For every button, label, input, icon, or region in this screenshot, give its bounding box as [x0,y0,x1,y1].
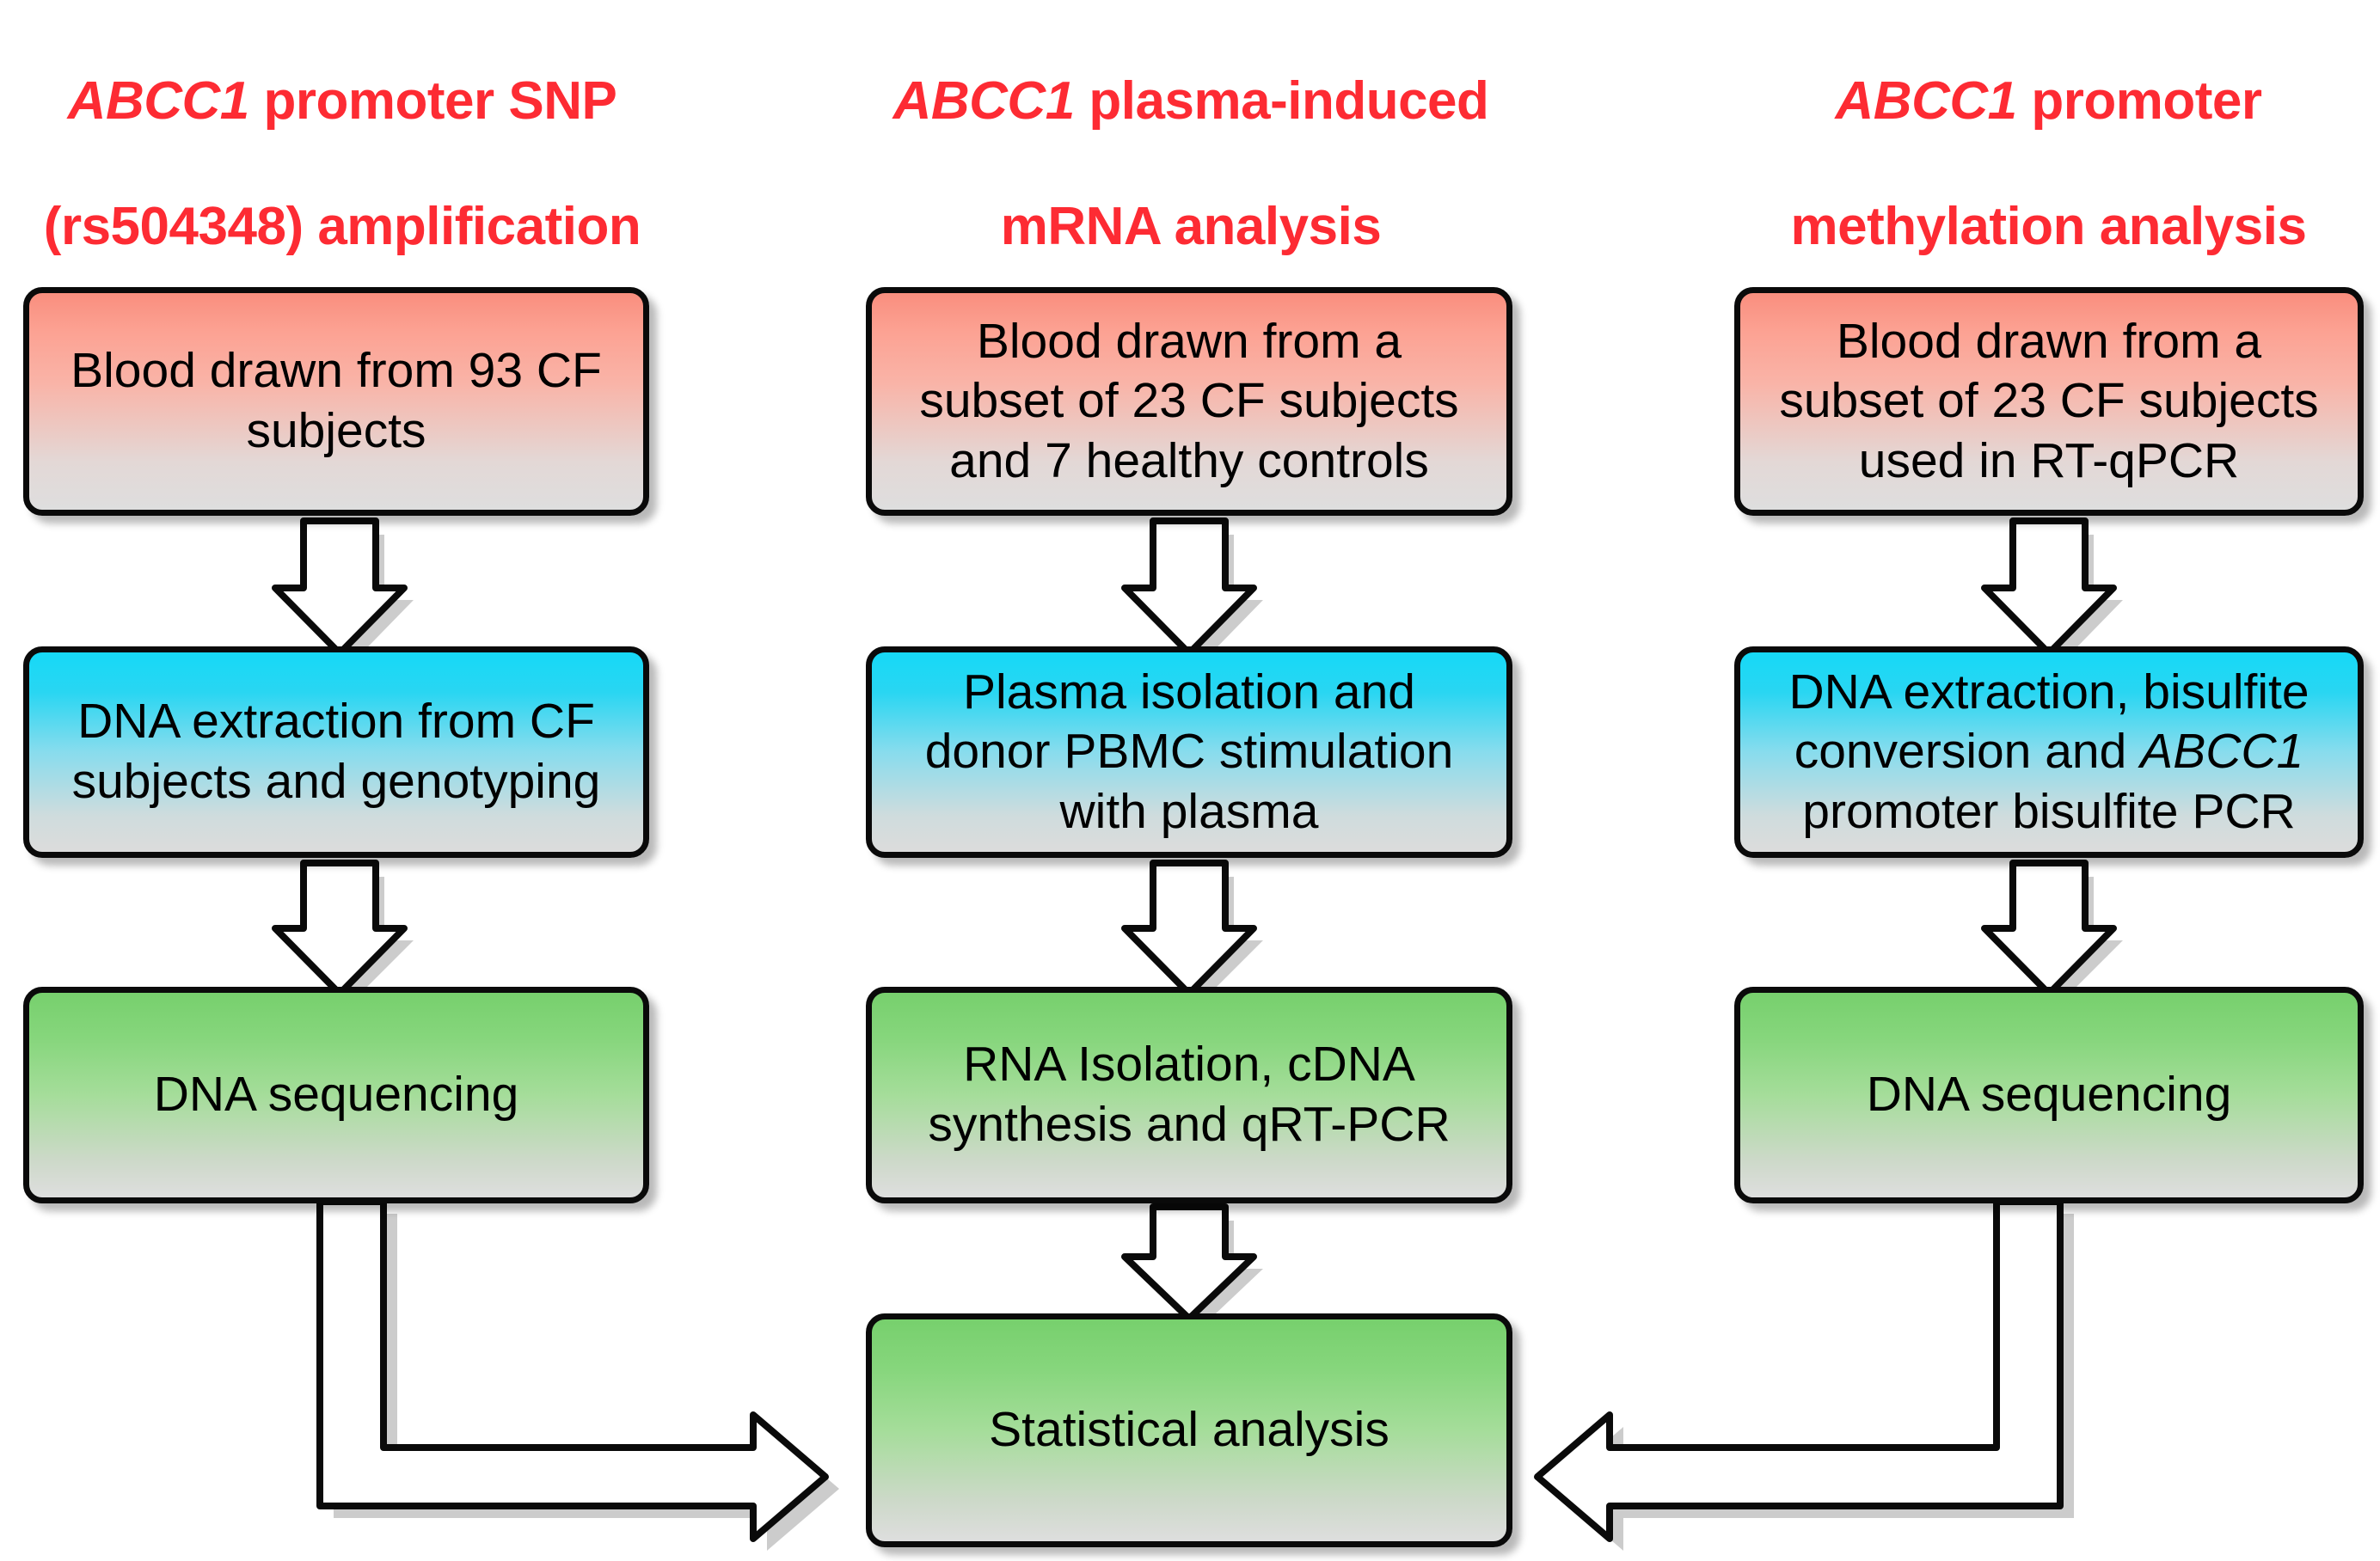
column-3-title-rest: promoter [2016,71,2262,132]
elbow-arrow-right-to-stats [1534,1198,2074,1551]
column-3-title-line2: methylation analysis [1790,197,2307,257]
step-box-c3-dna-sequencing[interactable]: DNA sequencing [1734,987,2364,1203]
column-title-snp-amplification: ABCC1 promoter SNP (rs504348) amplificat… [15,7,669,259]
column-1-title-line2: (rs504348) amplification [43,197,641,257]
step-box-c2-statistical-analysis[interactable]: Statistical analysis [866,1313,1512,1547]
step-box-c3-bisulfite-pcr[interactable]: DNA extraction, bisulfite conversion and… [1734,646,2364,858]
step-box-c2-plasma-isolation[interactable]: Plasma isolation and donor PBMC stimulat… [866,646,1512,858]
column-1-title-gene: ABCC1 [67,71,250,132]
column-3-title-gene: ABCC1 [1835,71,2018,132]
arrow-c1-r2-to-r3 [272,860,414,1006]
step-box-c1-blood-drawn[interactable]: Blood drawn from 93 CF subjects [23,287,649,516]
elbow-arrow-left-to-stats [316,1198,839,1551]
arrow-c1-r1-to-r2 [272,517,414,667]
step-box-c3-blood-drawn[interactable]: Blood drawn from a subset of 23 CF subje… [1734,287,2364,516]
column-1-title-rest: promoter SNP [248,71,617,132]
label-pre: DNA extraction, bisulfite conversion and [1788,664,2309,780]
step-box-c1-dna-extraction[interactable]: DNA extraction from CF subjects and geno… [23,646,649,858]
column-2-title-line2: mRNA analysis [1000,197,1382,257]
arrow-c3-r2-to-r3 [1981,860,2123,1006]
column-2-title-gene: ABCC1 [892,71,1076,132]
step-box-c2-blood-drawn[interactable]: Blood drawn from a subset of 23 CF subje… [866,287,1512,516]
column-2-title-rest: plasma-induced [1074,71,1489,132]
arrow-c2-r2-to-r3 [1121,860,1263,1006]
label-post: promoter bisulfite PCR [1802,783,2296,839]
arrow-c2-r3-to-r4 [1121,1203,1263,1331]
step-box-c1-dna-sequencing[interactable]: DNA sequencing [23,987,649,1203]
arrow-c3-r1-to-r2 [1981,517,2123,667]
label-gene: ABCC1 [2140,724,2304,780]
arrow-c2-r1-to-r2 [1121,517,1263,667]
column-title-mrna-analysis: ABCC1 plasma-induced mRNA analysis [860,7,1522,259]
step-box-c2-rna-isolation[interactable]: RNA Isolation, cDNA synthesis and qRT-PC… [866,987,1512,1203]
column-title-methylation-analysis: ABCC1 promoter methylation analysis [1728,7,2369,259]
step-box-c3-bisulfite-pcr-text: DNA extraction, bisulfite conversion and… [1788,663,2309,842]
